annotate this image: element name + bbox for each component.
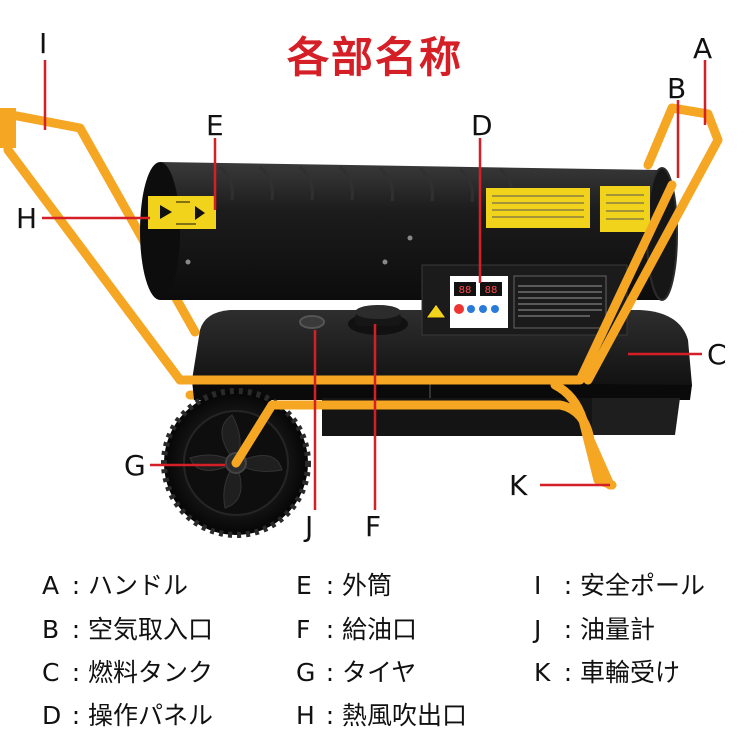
legend-item-d: D:操作パネル xyxy=(42,701,214,730)
legend-label: タイヤ xyxy=(342,658,417,687)
display-left: 88 xyxy=(459,285,472,296)
power-button-icon xyxy=(454,304,464,314)
safety-pole-icon xyxy=(0,108,16,148)
legend-key: F xyxy=(296,615,311,644)
leader-lines xyxy=(42,60,707,510)
panel-button-3-icon xyxy=(491,305,499,313)
warning-sticker-rear-icon xyxy=(148,196,216,229)
legend-item-c: C:燃料タンク xyxy=(42,658,214,687)
legend-item-k: K:車輪受け xyxy=(534,658,681,687)
callout-j: J xyxy=(305,510,314,543)
legend-label: 空気取入口 xyxy=(88,615,214,644)
legend-item-f: F:給油口 xyxy=(296,615,418,644)
caution-label-icon xyxy=(486,186,650,232)
callout-c: C xyxy=(707,338,727,371)
callout-b: B xyxy=(667,72,687,105)
legend-item-j: J:油量計 xyxy=(534,615,656,644)
frame-front xyxy=(3,103,723,490)
legend-item-g: G:タイヤ xyxy=(296,658,417,687)
legend-key: G xyxy=(296,658,316,687)
fuel-cap-icon xyxy=(348,305,408,335)
legend-item-e: E:外筒 xyxy=(296,571,393,600)
legend-label: 外筒 xyxy=(342,571,393,600)
callout-k: K xyxy=(509,469,528,502)
legend-label: 油量計 xyxy=(580,615,656,644)
legend-key: C xyxy=(42,658,60,687)
legend-key: B xyxy=(42,615,60,644)
legend-item-b: B:空気取入口 xyxy=(42,615,214,644)
legend-label: 熱風吹出口 xyxy=(342,701,468,730)
fuel-gauge-icon xyxy=(299,315,325,329)
legend-label: 給油口 xyxy=(342,615,418,644)
legend-key: J xyxy=(534,615,542,644)
callout-f: F xyxy=(365,510,382,543)
panel-button-1-icon xyxy=(467,305,475,313)
legend-key: E xyxy=(296,571,312,600)
panel-button-2-icon xyxy=(479,305,487,313)
warning-triangle-icon xyxy=(425,303,447,319)
legend-key: H xyxy=(296,701,315,730)
legend-label: 燃料タンク xyxy=(88,658,214,687)
page-title: 各部名称 xyxy=(286,33,463,82)
callout-g: G xyxy=(124,449,146,482)
legend-label: 車輪受け xyxy=(580,658,681,687)
legend-item-h: H:熱風吹出口 xyxy=(296,701,468,730)
callout-i: I xyxy=(39,27,48,60)
legend-key: I xyxy=(534,571,542,600)
legend-label: ハンドル xyxy=(88,571,189,600)
legend-key: D xyxy=(42,701,62,730)
legend-key: A xyxy=(42,571,60,600)
callout-d: D xyxy=(471,109,493,142)
callout-a: A xyxy=(693,32,713,65)
legend-label: 安全ポール xyxy=(580,571,706,600)
callout-h: H xyxy=(16,202,38,235)
legend-item-i: I:安全ポール xyxy=(534,571,706,600)
legend-label: 操作パネル xyxy=(88,701,214,730)
callout-e: E xyxy=(206,109,224,142)
control-panel: 88 88 xyxy=(421,264,628,336)
display-right: 88 xyxy=(485,285,498,296)
legend-item-a: A:ハンドル xyxy=(42,571,189,600)
legend-key: K xyxy=(534,658,551,687)
